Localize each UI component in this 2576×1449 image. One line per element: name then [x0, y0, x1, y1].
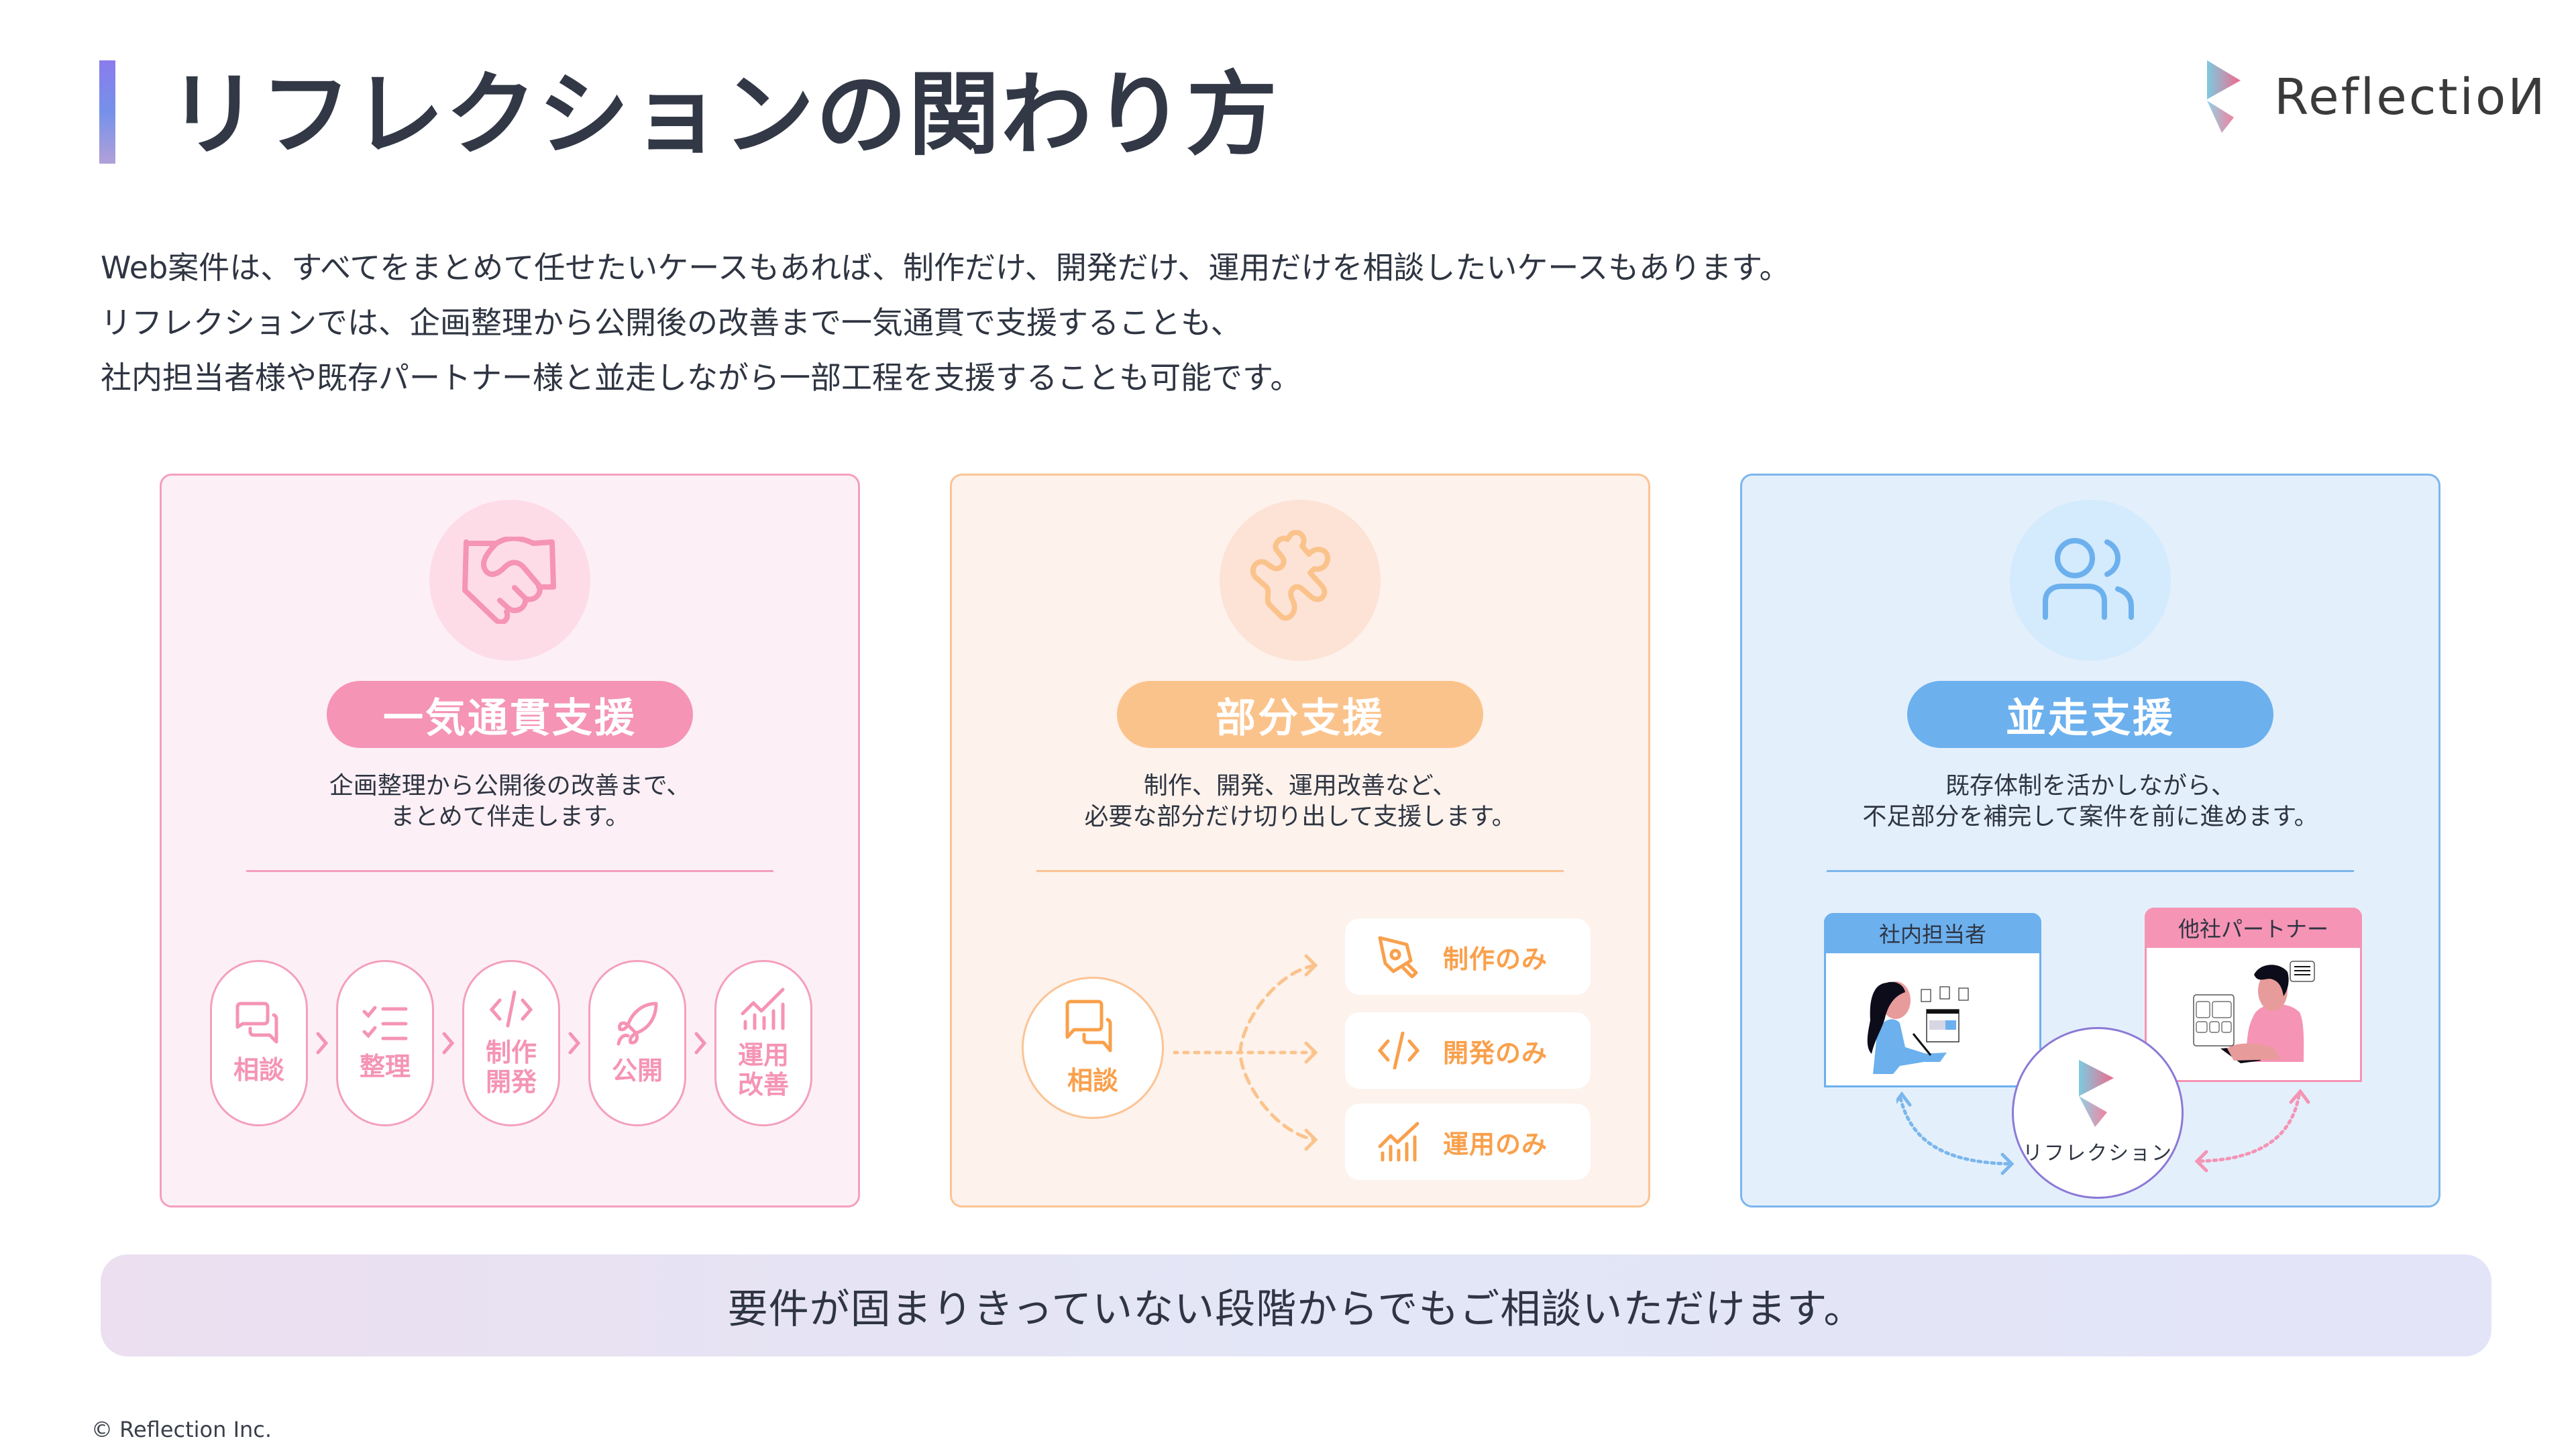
card-parallel-support: 並走支援 既存体制を活かしながら、 不足部分を補完して案件を前に進めます。 社内… [1740, 474, 2440, 1208]
code-icon [489, 990, 533, 1028]
desc-line: 既存体制を活かしながら、 [1945, 772, 2235, 800]
step-label: 制作 開発 [485, 1038, 537, 1097]
reflection-label: リフレクション [2023, 1142, 2173, 1165]
reflection-logo-icon [2207, 60, 2241, 133]
reflection-logo-icon [2079, 1060, 2114, 1127]
option-label: 制作のみ [1443, 944, 1548, 974]
logo-text: ReflectioИ [2274, 68, 2547, 126]
partner-label: 他社パートナー [2145, 908, 2362, 948]
consult-label: 相談 [1067, 1065, 1118, 1095]
card-full-support: 一気通貫支援 企画整理から公開後の改善まで、 まとめて伴走します。 相談 整理 [160, 474, 860, 1208]
page-title: リフレクションの関わり方 [168, 62, 1279, 168]
icon-circle [2010, 500, 2171, 661]
step-organize: 整理 [336, 960, 434, 1126]
chevron-right-icon [560, 1031, 588, 1055]
handshake-icon [462, 537, 556, 624]
divider [246, 870, 773, 872]
chevron-right-icon [434, 1031, 462, 1055]
option-dev-only: 開発のみ [1345, 1012, 1591, 1089]
step-operate: 運用 改善 [714, 960, 812, 1126]
inhouse-staff-card: 社内担当者 [1824, 913, 2041, 1087]
divider [1827, 870, 2354, 872]
intro-line: Web案件は、すべてをまとめて任せたいケースもあれば、制作だけ、開発だけ、運用だ… [101, 250, 1790, 286]
card-title-pill: 部分支援 [1117, 681, 1483, 748]
icon-circle [429, 500, 590, 661]
card-description: 企画整理から公開後の改善まで、 まとめて伴走します。 [162, 771, 858, 833]
divider [1036, 870, 1564, 872]
title-accent-bar [99, 60, 115, 164]
partner-card: 他社パートナー [2145, 908, 2362, 1082]
intro-line: 社内担当者様や既存パートナー様と並走しながら一部工程を支援することも可能です。 [101, 360, 1301, 396]
option-ops-only: 運用のみ [1345, 1104, 1591, 1180]
step-build: 制作 開発 [462, 960, 560, 1126]
desc-line: 必要な部分だけ切り出して支援します。 [1084, 803, 1516, 830]
consult-node: 相談 [1022, 977, 1164, 1119]
step-label: 運用 改善 [737, 1040, 789, 1099]
chevron-right-icon [308, 1031, 336, 1055]
option-label: 運用のみ [1443, 1129, 1548, 1159]
icon-circle [1220, 500, 1381, 661]
option-design-only: 制作のみ [1345, 918, 1591, 995]
checklist-icon [362, 1006, 408, 1040]
inhouse-label: 社内担当者 [1824, 913, 2041, 953]
flow-arrows [1173, 954, 1318, 1151]
step-label: 相談 [233, 1055, 284, 1085]
woman-working-illustration [1867, 981, 1969, 1074]
chevron-right-icon [686, 1031, 714, 1055]
bidirectional-arrow-right [2194, 1089, 2310, 1173]
desc-line: まとめて伴走します。 [390, 803, 630, 830]
chart-icon [1378, 1122, 1419, 1162]
process-steps: 相談 整理 制作 開発 [210, 960, 812, 1126]
cta-banner: 要件が固まりきっていない段階からでもご相談いただけます。 [101, 1254, 2491, 1356]
puzzle-icon [1250, 530, 1331, 621]
card-title-pill: 並走支援 [1907, 681, 2273, 748]
chart-icon [741, 987, 785, 1030]
card-partial-support: 部分支援 制作、開発、運用改善など、 必要な部分だけ切り出して支援します。 相談… [950, 474, 1650, 1208]
card-description: 既存体制を活かしながら、 不足部分を補完して案件を前に進めます。 [1742, 771, 2438, 833]
rocket-icon [616, 1002, 658, 1046]
step-label: 整理 [359, 1052, 411, 1081]
option-label: 開発のみ [1443, 1038, 1548, 1068]
users-icon [2043, 538, 2134, 620]
bidirectional-arrow-left [1896, 1091, 2015, 1175]
intro-text: Web案件は、すべてをまとめて任せたいケースもあれば、制作だけ、開発だけ、運用だ… [101, 240, 1790, 405]
pen-icon [1378, 936, 1418, 978]
card-title-pill: 一気通貫支援 [327, 681, 693, 748]
reflection-hub: リフレクション [2012, 1027, 2184, 1199]
copyright: © Reflection Inc. [91, 1417, 272, 1442]
step-consult: 相談 [210, 960, 308, 1126]
card-description: 制作、開発、運用改善など、 必要な部分だけ切り出して支援します。 [952, 771, 1648, 833]
man-working-illustration [2193, 961, 2315, 1063]
intro-line: リフレクションでは、企画整理から公開後の改善まで一気通貫で支援することも、 [101, 305, 1242, 341]
company-logo: ReflectioИ [2207, 60, 2547, 134]
desc-line: 不足部分を補完して案件を前に進めます。 [1862, 803, 2318, 830]
code-icon [1377, 1032, 1420, 1069]
chat-icon [1065, 1000, 1112, 1052]
desc-line: 制作、開発、運用改善など、 [1143, 772, 1457, 800]
step-launch: 公開 [588, 960, 686, 1126]
chat-icon [235, 1002, 278, 1044]
desc-line: 企画整理から公開後の改善まで、 [329, 772, 691, 800]
step-label: 公開 [611, 1056, 663, 1085]
